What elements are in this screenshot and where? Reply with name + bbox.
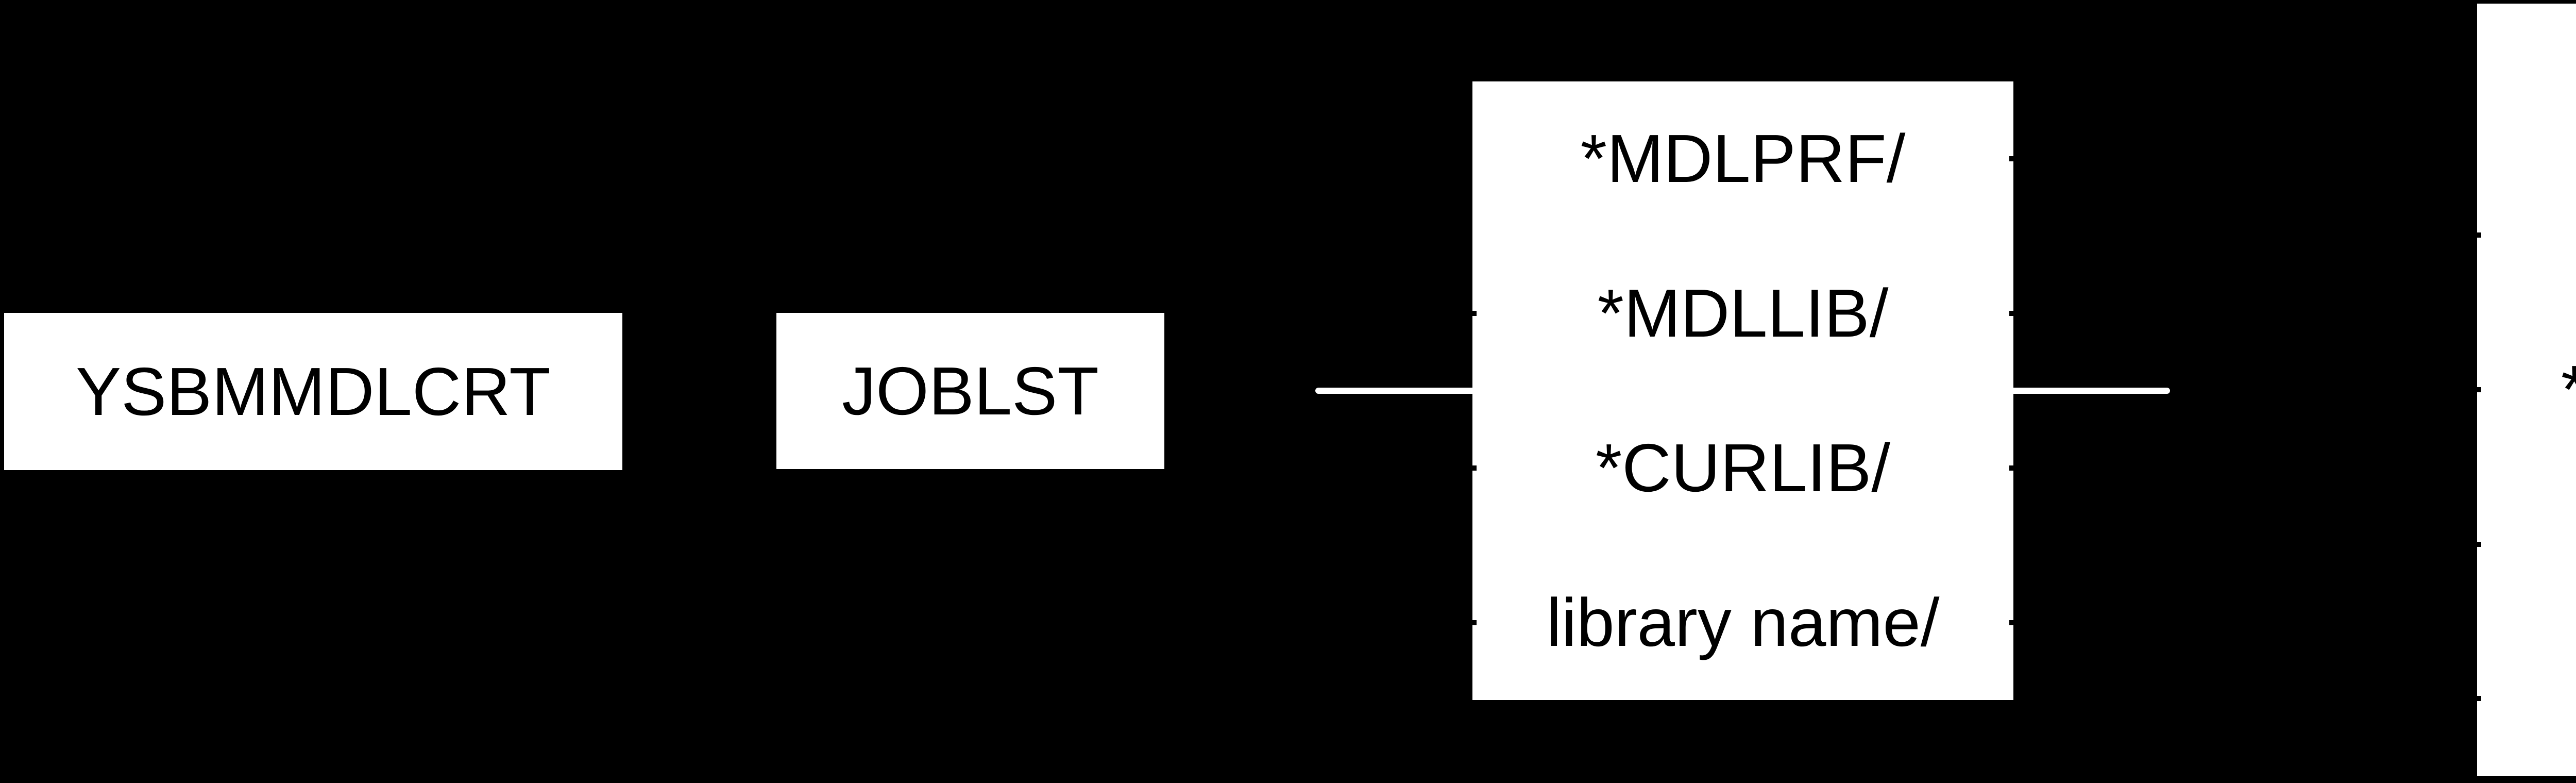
option-row: library name/ <box>1468 545 2018 700</box>
row-tick-left <box>1468 311 1477 316</box>
option-label: library name/ <box>1546 585 1940 660</box>
option-label: *MDLLIB/ <box>1597 275 1889 351</box>
option-row: *MDLLIB/ <box>1468 236 2018 391</box>
option-row: list name <box>2473 621 2576 776</box>
row-tick-left <box>2473 232 2481 238</box>
option-label: *SELECT(1) <box>2561 355 2576 424</box>
rail-segment-middle <box>2013 388 2170 394</box>
row-tick-left <box>2473 696 2481 702</box>
parameter-label: JOBLST <box>842 353 1099 429</box>
parameter-box: JOBLST <box>776 313 1164 469</box>
row-tick-right <box>2009 465 2018 471</box>
command-box: YSBMMDLCRT <box>4 313 622 470</box>
row-tick-left <box>2473 541 2481 547</box>
option-row: *MDLPRF/ <box>1472 81 2018 236</box>
row-tick-left <box>1468 465 1477 471</box>
option-stack-list-values: *MDLPRF *USER *SELECT(1) *WRKSTN list na… <box>2473 4 2576 776</box>
row-tick-right <box>2009 156 2018 161</box>
row-tick-left <box>2473 387 2481 392</box>
rail-segment-left <box>1315 388 1472 394</box>
row-tick-left <box>1468 620 1477 625</box>
option-row: *WRKSTN <box>2473 467 2576 622</box>
row-tick-right <box>2009 620 2018 625</box>
command-label: YSBMMDLCRT <box>76 353 551 429</box>
option-row: *USER <box>2473 158 2576 313</box>
option-label: *MDLPRF/ <box>1580 121 1906 196</box>
option-row: *CURLIB/ <box>1468 391 2018 545</box>
option-row: *MDLPRF <box>2477 4 2576 158</box>
option-stack-library-qualifier: *MDLPRF/ *MDLLIB/ *CURLIB/ library name/ <box>1468 81 2018 700</box>
row-tick-right <box>2009 311 2018 316</box>
option-row: *SELECT(1) <box>2473 312 2576 467</box>
option-label: *CURLIB/ <box>1595 430 1891 506</box>
